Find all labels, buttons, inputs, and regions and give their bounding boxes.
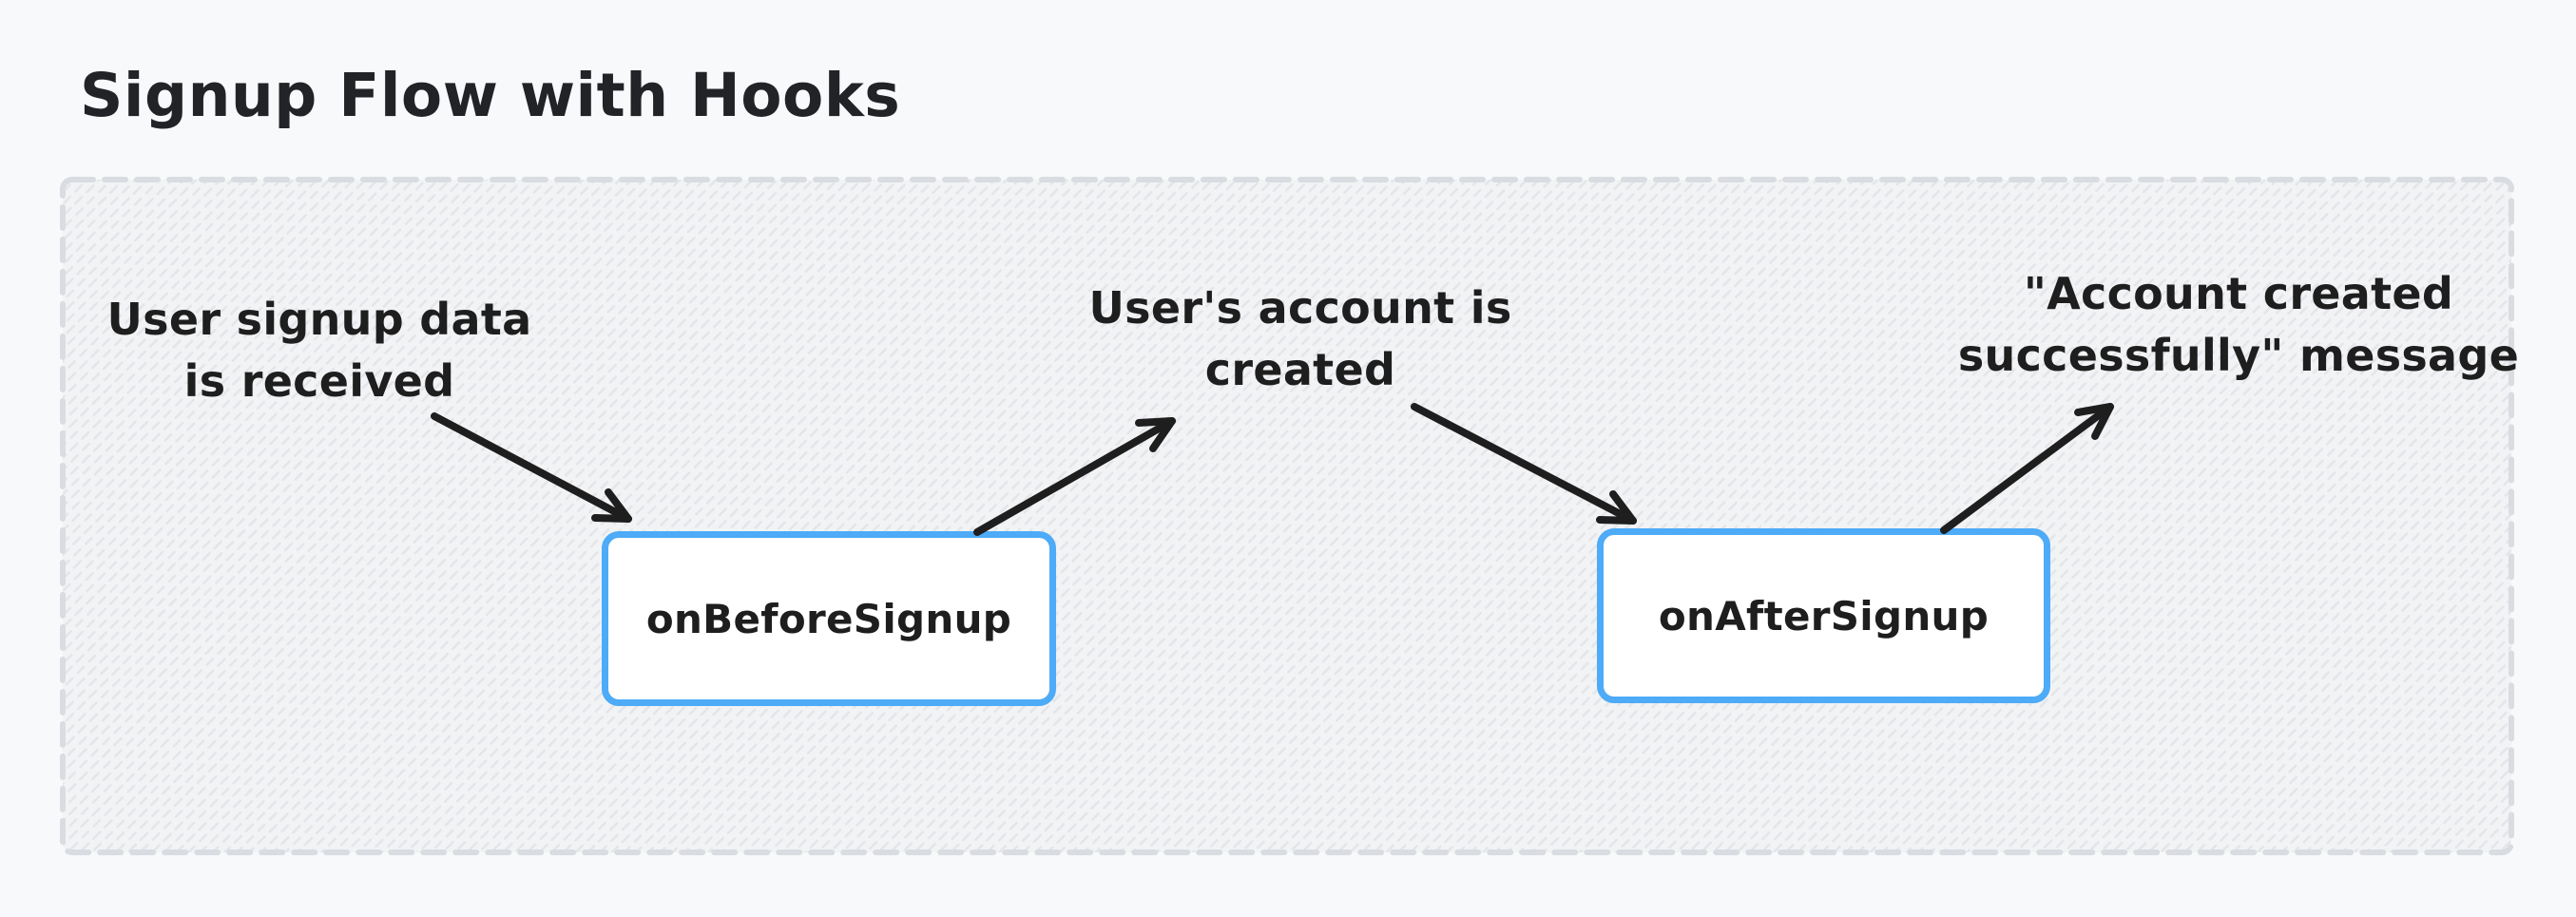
annotation-line: is received: [183, 355, 455, 407]
page-title: Signup Flow with Hooks: [80, 61, 901, 130]
annotation-success-message: "Account created successfully" message: [1953, 263, 2524, 387]
annotation-line: "Account created: [2023, 268, 2454, 319]
node-onBeforeSignup: onBeforeSignup: [602, 531, 1056, 706]
annotation-line: created: [1204, 344, 1396, 395]
node-onAfterSignup: onAfterSignup: [1597, 528, 2050, 703]
annotation-line: User's account is: [1088, 282, 1512, 334]
annotation-line: successfully" message: [1957, 330, 2520, 381]
annotation-signup-data-received: User signup data is received: [63, 289, 576, 412]
node-label: onBeforeSignup: [645, 595, 1012, 642]
node-label: onAfterSignup: [1658, 592, 1990, 640]
dashed-border: [60, 177, 2514, 855]
annotation-account-created: User's account is created: [1044, 277, 1557, 401]
annotation-line: User signup data: [106, 294, 532, 345]
